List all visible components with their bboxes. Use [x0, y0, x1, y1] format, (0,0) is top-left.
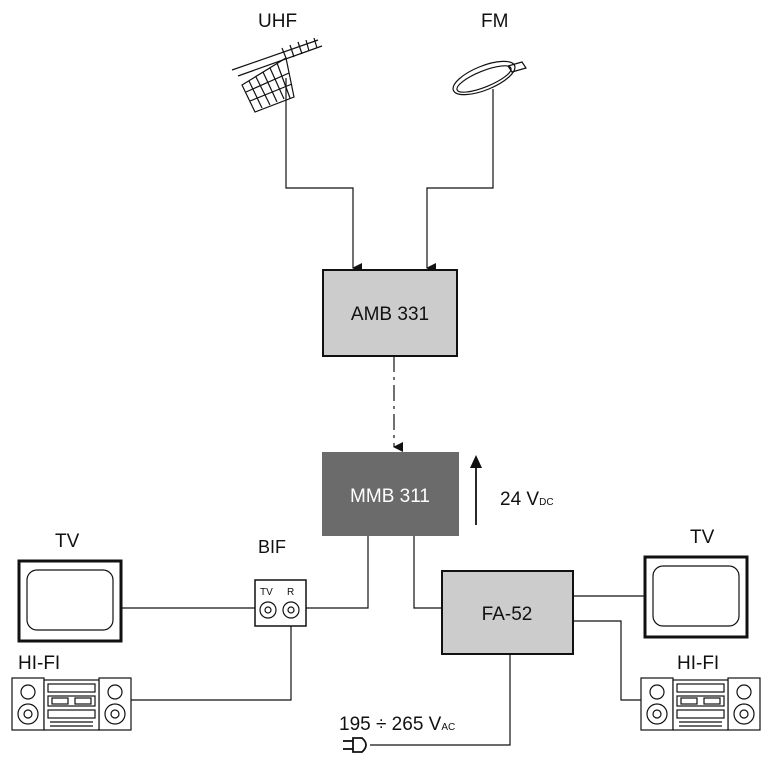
- tv-right: TV: [643, 527, 749, 639]
- ac-supply: 195 ÷ 265 VAC: [339, 714, 455, 753]
- tv-port-icon: [259, 601, 277, 619]
- uhf-antenna-icon: [231, 37, 323, 113]
- fm-dipole-icon: [452, 60, 527, 106]
- radio-port-icon: [282, 601, 300, 619]
- fa-52-block: FA-52: [441, 570, 574, 655]
- fa-52-label: FA-52: [482, 604, 533, 625]
- svg-text:24 VDC: 24 VDC: [500, 489, 554, 510]
- ac-unit-label: AC: [441, 722, 455, 733]
- hifi-right: HI-FI: [640, 653, 761, 731]
- bif-r-port-label: R: [287, 587, 294, 598]
- fm-label: FM: [481, 11, 508, 32]
- tv-left: TV: [17, 531, 123, 643]
- hifi-left: HI-FI: [11, 653, 132, 731]
- hifi-stereo-icon: [11, 677, 132, 731]
- mmb-311-block: MMB 311: [322, 452, 459, 536]
- power-plug-icon: [343, 737, 367, 753]
- bif-tv-port-label: TV: [260, 587, 273, 598]
- dc-unit-label: DC: [539, 497, 553, 508]
- signal-lines: [121, 105, 645, 746]
- amb-331-label: AMB 331: [351, 304, 429, 325]
- hifi-stereo-icon: [640, 677, 761, 731]
- mmb-311-label: MMB 311: [350, 486, 430, 507]
- tv-right-label: TV: [690, 527, 715, 548]
- amb-331-block: AMB 331: [322, 269, 458, 357]
- bif-label: BIF: [258, 537, 286, 557]
- dc-voltage-label: 24 V: [500, 489, 539, 510]
- tv-icon: [17, 559, 123, 643]
- uhf-label: UHF: [258, 11, 297, 32]
- tv-left-label: TV: [55, 531, 80, 552]
- hifi-right-label: HI-FI: [677, 653, 719, 674]
- bif-socket: BIF TV R: [254, 537, 307, 627]
- ac-voltage-label: 195 ÷ 265 V: [339, 714, 442, 735]
- svg-text:195 ÷ 265 VAC: 195 ÷ 265 VAC: [339, 714, 455, 735]
- tv-icon: [643, 555, 749, 639]
- dc-supply: 24 VDC: [470, 455, 554, 525]
- hifi-left-label: HI-FI: [18, 653, 60, 674]
